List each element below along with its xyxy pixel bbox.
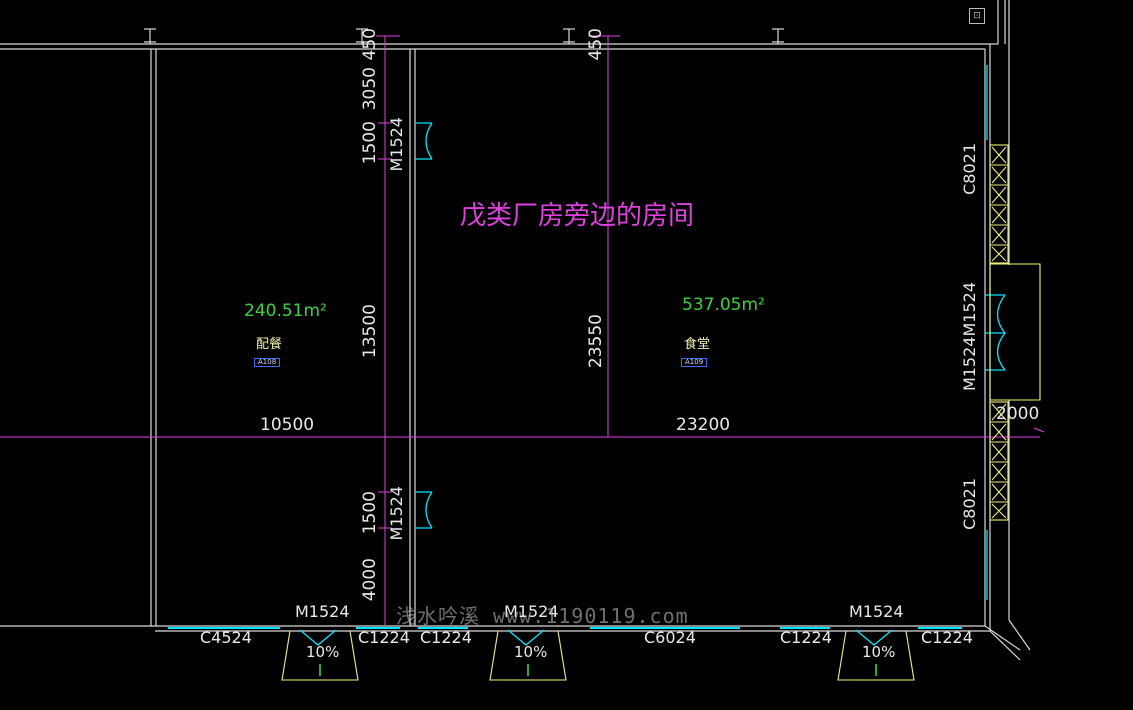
dim-1500-bottom: 1500 [360,491,380,535]
room-name-a109: 食堂 [684,337,711,352]
window-code-c4524: C4524 [200,628,252,647]
room-area-a109: 537.05m² [682,295,765,315]
dim-3050: 3050 [360,67,380,111]
window-code-c6024: C6024 [644,628,696,647]
axis-lines [0,35,1045,626]
dim-4000: 4000 [360,558,380,602]
walls [0,0,1031,661]
dim-450-left: 450 [360,28,380,61]
window-code-c1224-c: C1224 [780,628,832,647]
ramps [281,630,915,681]
dim-450-mid: 450 [586,28,606,61]
door-code-m1524-bottom-b: M1524 [504,602,559,621]
view-cube-icon[interactable]: ⊡ [969,8,985,24]
window-code-c1224-a: C1224 [358,628,410,647]
entrance-canopy [989,263,1041,401]
window-code-c1224-b: C1224 [420,628,472,647]
door-code-m1524-bottom-a: M1524 [295,602,350,621]
room-tag-a108: A108 [254,358,281,367]
ramp-slope-c: 10% [862,643,896,661]
door-code-m1524-top: M1524 [387,117,406,172]
ramp-slope-a: 10% [306,643,340,661]
door-code-m1524-bottom: M1524 [387,486,406,541]
ramp-slope-b: 10% [514,643,548,661]
dim-10500: 10500 [260,415,315,435]
window-c8021-bottom [989,401,1009,521]
ramp-arrows [319,664,877,676]
window-c8021-top [989,144,1009,264]
drawing-title: 戊类厂房旁边的房间 [460,201,695,231]
door-code-m1524-bottom-c: M1524 [849,602,904,621]
window-code-c8021-bottom: C8021 [960,478,979,530]
dim-23550: 23550 [586,314,606,369]
watermark: 浅水吟溪 www.1190119.com [396,604,689,628]
dim-13500: 13500 [360,304,380,359]
dim-2000: 2000 [996,404,1040,424]
window-code-c1224-d: C1224 [921,628,973,647]
room-tag-a109: A109 [681,358,708,367]
door-code-m1524-double: M1524M1524 [960,282,979,392]
column-markers [144,28,784,44]
room-name-a108: 配餐 [256,337,283,352]
doors [299,65,1006,646]
room-area-a108: 240.51m² [244,301,327,321]
dim-23200: 23200 [676,415,731,435]
window-code-c8021-top: C8021 [960,143,979,195]
dim-1500-top: 1500 [360,121,380,165]
